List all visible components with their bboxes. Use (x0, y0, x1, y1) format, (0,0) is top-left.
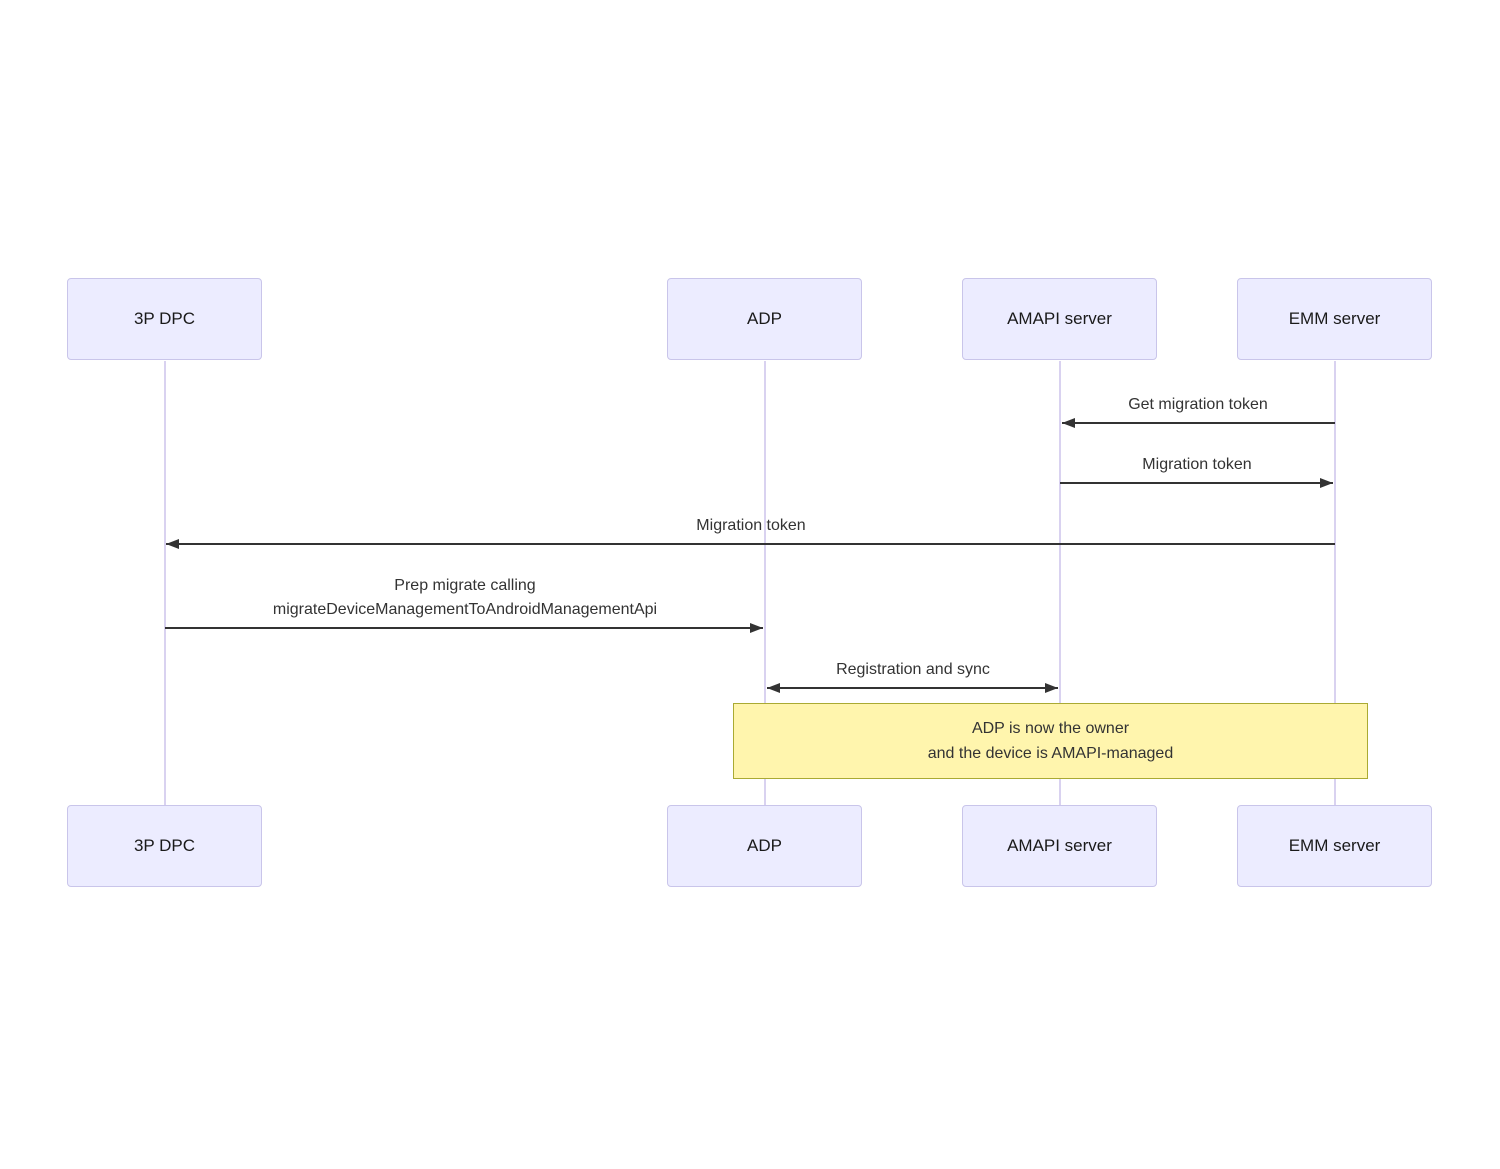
actor-top-emm-server: EMM server (1237, 278, 1432, 360)
message-arrow-migration-token-to-dpc (166, 543, 1335, 545)
message-arrow-prep-migrate (165, 627, 763, 629)
arrowhead-left-icon (1062, 418, 1075, 428)
message-label-migration-token-to-emm: Migration token (1142, 456, 1252, 473)
lifeline-emm-server (1334, 361, 1336, 805)
actor-top-adp: ADP (667, 278, 862, 360)
lifeline-3p-dpc (164, 361, 166, 805)
message-label-migration-token-to-dpc: Migration token (696, 517, 806, 534)
arrowhead-left-icon (166, 539, 179, 549)
arrowhead-left-icon (767, 683, 780, 693)
message-label-registration-sync: Registration and sync (836, 661, 990, 678)
message-arrow-registration-sync (767, 687, 1058, 689)
lifeline-adp (764, 361, 766, 805)
message-label-line1: Prep migrate calling (394, 577, 536, 594)
note-line2: and the device is AMAPI-managed (927, 745, 1174, 762)
actor-top-amapi-server: AMAPI server (962, 278, 1157, 360)
message-arrow-get-migration-token (1062, 422, 1335, 424)
arrowhead-right-icon (1045, 683, 1058, 693)
actor-bottom-emm-server: EMM server (1237, 805, 1432, 887)
message-label-line2: migrateDeviceManagementToAndroidManageme… (272, 601, 658, 618)
note-line1: ADP is now the owner (971, 720, 1130, 737)
message-label-prep-migrate: Prep migrate calling migrateDeviceManage… (273, 574, 657, 622)
actor-bottom-amapi-server: AMAPI server (962, 805, 1157, 887)
actor-bottom-3p-dpc: 3P DPC (67, 805, 262, 887)
note-adp-owner: ADP is now the owner and the device is A… (733, 703, 1368, 779)
actor-bottom-adp: ADP (667, 805, 862, 887)
message-label-get-migration-token: Get migration token (1128, 396, 1268, 413)
arrowhead-right-icon (1320, 478, 1333, 488)
arrowhead-right-icon (750, 623, 763, 633)
message-arrow-migration-token-to-emm (1060, 482, 1333, 484)
actor-top-3p-dpc: 3P DPC (67, 278, 262, 360)
lifeline-amapi-server (1059, 361, 1061, 805)
